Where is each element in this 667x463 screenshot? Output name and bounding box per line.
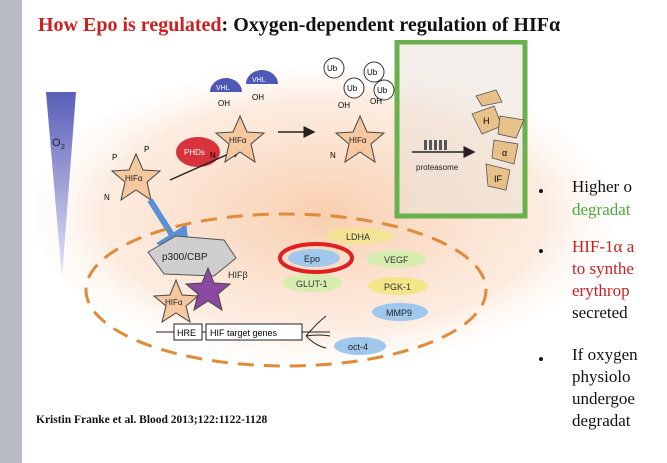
gene-glut1 (282, 274, 342, 292)
bullet-2-line-3: erythrop (572, 281, 630, 300)
bullet-3-line-4: degradat (572, 411, 631, 430)
bullet-2-line-2-b: synthe (589, 259, 634, 278)
svg-text:HIFα: HIFα (229, 136, 247, 145)
svg-text:HIFα: HIFα (349, 136, 367, 145)
svg-text:HIFα: HIFα (165, 298, 183, 307)
gene-label-vegf: VEGF (384, 255, 409, 265)
gene-label-epo: Epo (304, 254, 320, 264)
svg-text:H: H (483, 116, 490, 126)
oh-label-4: OH (370, 97, 382, 106)
p300-cbp-label: p300/CBP (162, 252, 208, 263)
gene-label-ldha: LDHA (346, 232, 370, 242)
hif-alpha-free: HIFα (110, 152, 162, 202)
p-label-2: P (144, 145, 149, 154)
phds-label: PHDs (184, 148, 205, 157)
citation: Kristin Franke et al. Blood 2013;122:112… (36, 414, 268, 426)
hre-box (173, 323, 203, 341)
epo-highlight-circle (278, 242, 354, 274)
slide-title: How Epo is regulated: Oxygen-dependent r… (38, 14, 560, 37)
bullet-2-line-2: to synthe (572, 258, 634, 280)
gene-label-mmp9: MMP9 (386, 308, 412, 318)
vhl-label-1: VHL (216, 85, 230, 92)
gene-epo (288, 249, 340, 267)
svg-text:HIFα: HIFα (125, 174, 143, 183)
ub-4 (343, 77, 365, 99)
oxygen-label: O (52, 137, 61, 149)
gene-pgk1 (368, 277, 428, 295)
proteasome-icon (424, 140, 447, 150)
nucleus-boundary (84, 212, 488, 368)
target-genes-box (205, 323, 303, 341)
bullet-3-line-3: undergoe (572, 389, 635, 408)
title-highlight: How Epo is regulated (38, 14, 222, 36)
svg-text:IF: IF (494, 174, 503, 184)
hif-alpha-nuclear: HIFα (152, 278, 200, 324)
hre-label: HRE (177, 328, 196, 338)
gene-label-pgk1: PGK-1 (384, 282, 411, 292)
bullet-2-line-2-a: to (572, 259, 590, 278)
hif-beta-label: HIFβ (228, 270, 248, 280)
oh-label-2: OH (252, 93, 264, 102)
bullet-marker-1: • (538, 182, 544, 201)
ub-label-3: Ub (377, 86, 388, 95)
ub-label-4: Ub (347, 84, 358, 93)
vhl-protein-1 (210, 78, 242, 92)
oh-label-1: OH (218, 99, 230, 108)
svg-text:α: α (502, 148, 507, 158)
bullet-marker-2: • (538, 242, 544, 261)
bullet-3-line-2: physiolo (572, 367, 631, 386)
left-accent-bar (0, 0, 22, 463)
n-label-1: N (104, 193, 110, 202)
hif-alpha-hydroxylated: HIFα (214, 114, 266, 164)
oxygen-subscript: 2 (61, 144, 65, 151)
bullet-3-line-1: If oxygen (572, 345, 638, 364)
proteasome-label: proteasome (416, 163, 459, 172)
target-genes-label: HIF target genes (210, 328, 278, 338)
oh-label-3: OH (338, 101, 350, 110)
oxygen-gradient-triangle (46, 92, 76, 278)
vhl-protein-2 (246, 70, 278, 84)
hif-regulation-diagram: O 2 HIFα P P N PHDs VHL VHL OH OH HIFα N (34, 40, 614, 368)
ub-3 (373, 79, 395, 101)
bullet-1-line-2: degradat (572, 200, 631, 219)
vhl-label-2: VHL (252, 77, 266, 84)
transcription-arrows (305, 315, 331, 349)
p-label-1: P (112, 153, 117, 162)
hif-alpha-ubiquitinated: HIFα (334, 114, 386, 164)
ub-1 (323, 57, 345, 79)
ub-label-1: Ub (327, 64, 338, 73)
bullet-marker-3: • (538, 350, 544, 369)
bullet-1-line-1: Higher o (572, 177, 632, 196)
p300-cbp-protein (147, 235, 237, 277)
gene-ldha (326, 228, 394, 244)
gene-oct4 (334, 337, 386, 355)
gene-vegf (366, 250, 426, 268)
gene-label-oct4: oct-4 (348, 342, 368, 352)
hif-beta-protein (184, 266, 232, 312)
gene-label-glut1: GLUT-1 (296, 279, 328, 289)
bullet-2-line-4: secreted (572, 303, 628, 322)
n-label-3: N (330, 151, 336, 160)
hif-fragments: H α IF (471, 89, 525, 191)
phds-enzyme (176, 137, 220, 167)
n-label-2: N (210, 151, 216, 160)
gene-mmp9 (372, 303, 428, 321)
title-rest: : Oxygen-dependent regulation of HIFα (221, 14, 561, 36)
bullet-2-line-1: HIF-1α a (572, 237, 635, 256)
ub-label-2: Ub (367, 68, 378, 77)
ub-2 (363, 61, 385, 83)
